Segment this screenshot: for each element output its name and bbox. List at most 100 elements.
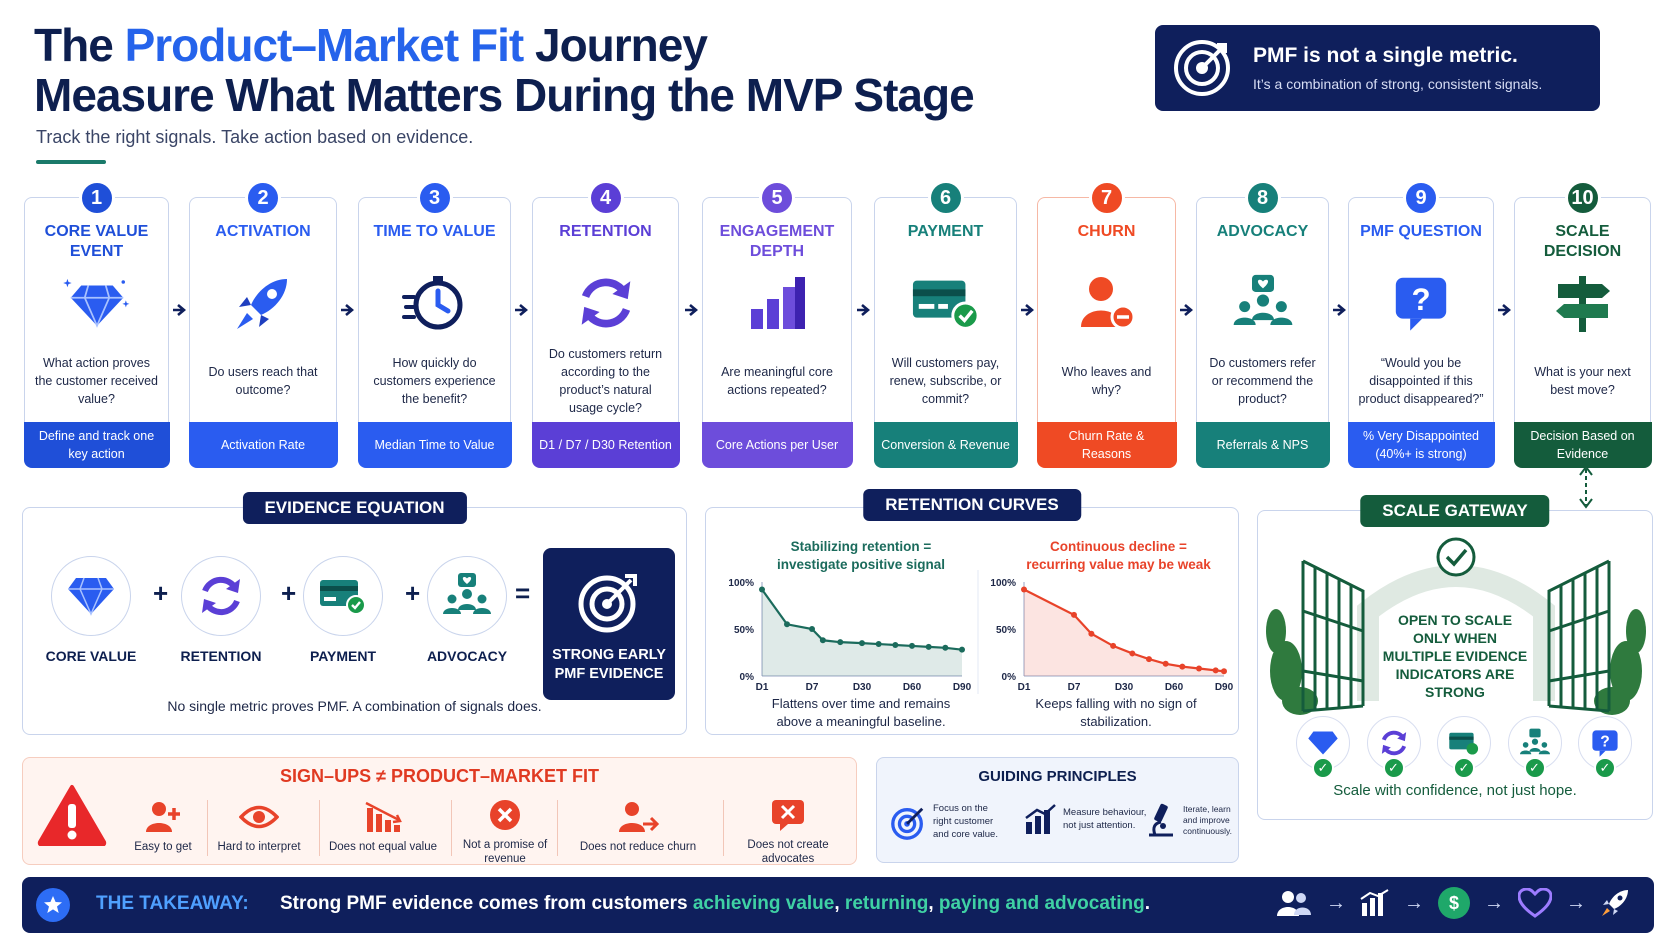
step-number-badge: 8 bbox=[1244, 180, 1281, 216]
chart-2-y-tick: 0% bbox=[1002, 672, 1017, 683]
dollar-icon: $ bbox=[1438, 887, 1470, 919]
users-icon bbox=[1277, 891, 1311, 916]
svg-text:?: ? bbox=[1411, 282, 1430, 317]
scale-gateway-tag: SCALE GATEWAY bbox=[1360, 495, 1550, 527]
eq-retention: RETENTION bbox=[171, 556, 271, 665]
flow-arrow-icon bbox=[1179, 303, 1194, 317]
chart-1-point bbox=[909, 642, 915, 649]
evidence-equation-panel: EVIDENCE EQUATION CORE VALUE + RETENTION… bbox=[22, 492, 687, 735]
bar-chart-icon bbox=[742, 268, 812, 338]
step-title: ACTIVATION bbox=[215, 223, 311, 240]
step-question: How quickly do customers experience the … bbox=[373, 356, 496, 406]
step-metric: Median Time to Value bbox=[357, 421, 512, 468]
step-question: “Would you be disappointed if this produ… bbox=[1358, 356, 1484, 406]
chart-1-point bbox=[925, 643, 932, 650]
guiding-principles-panel: GUIDING PRINCIPLES Focus on the right cu… bbox=[876, 757, 1239, 863]
takeaway-bar: THE TAKEAWAY: Strong PMF evidence comes … bbox=[22, 877, 1654, 933]
signups-panel: SIGN–UPS ≠ PRODUCT–MARKET FIT Easy to ge… bbox=[22, 757, 857, 865]
x-message-icon bbox=[772, 800, 804, 831]
step-metric: Referrals & NPS bbox=[1195, 421, 1330, 468]
flow-arrow-icon bbox=[340, 303, 355, 317]
target-icon bbox=[1174, 40, 1230, 96]
retention-curves-panel: RETENTION CURVES Stabilizing retention =… bbox=[705, 489, 1239, 735]
group-heart-icon bbox=[1228, 268, 1298, 338]
title-highlight: Product–Market Fit bbox=[124, 19, 525, 71]
chart-2-area bbox=[1024, 589, 1224, 676]
chart-2-point bbox=[1110, 642, 1117, 649]
chart-1-x-tick: D30 bbox=[853, 682, 872, 693]
step-title: ADVOCACY bbox=[1216, 223, 1309, 240]
step-question: Will customers pay, renew, subscribe, or… bbox=[889, 356, 1002, 406]
step-number-badge: 4 bbox=[587, 180, 624, 216]
step-question: What is your next best move? bbox=[1534, 365, 1631, 397]
step-number-badge: 5 bbox=[759, 180, 795, 216]
chart-2-y-tick: 50% bbox=[996, 625, 1016, 636]
chart-2-x-tick: D90 bbox=[1215, 682, 1234, 693]
step-title: PAYMENT bbox=[907, 223, 984, 240]
gateway-indicators: ✓ ✓ ✓ ✓ ? ✓ bbox=[1296, 716, 1632, 779]
title-suffix: Journey bbox=[523, 19, 708, 71]
step-metric: Core Actions per User bbox=[701, 421, 853, 468]
microscope-icon bbox=[1149, 803, 1173, 837]
credit-card-icon bbox=[320, 580, 366, 615]
page-title: The Product–Market Fit Journey Measure W… bbox=[34, 19, 975, 120]
chart-2-x-tick: D1 bbox=[1018, 682, 1031, 693]
gateway-connector bbox=[1579, 467, 1593, 509]
equals-sign: = bbox=[515, 578, 531, 608]
step-number-badge: 10 bbox=[1564, 180, 1601, 216]
step-question: What action proves the customer received… bbox=[35, 356, 158, 406]
flow-arrow-icon bbox=[684, 303, 699, 317]
svg-text:?: ? bbox=[1600, 734, 1610, 751]
step-number-badge: 2 bbox=[245, 180, 281, 216]
signup-not-create-advocates: Does not create advocates bbox=[733, 796, 843, 866]
chart-1-x-tick: D90 bbox=[953, 682, 972, 693]
chart-2-caption: Keeps falling with no sign of stabilizat… bbox=[1035, 696, 1197, 729]
target-icon bbox=[891, 807, 924, 840]
refresh-icon bbox=[571, 268, 641, 338]
flow-arrow-icon bbox=[1332, 303, 1347, 317]
chart-1-x-tick: D1 bbox=[756, 682, 769, 693]
step-number-badge: 1 bbox=[78, 180, 115, 216]
step-metric: D1 / D7 / D30 Retention bbox=[531, 421, 680, 468]
question-icon: ? bbox=[1592, 730, 1618, 757]
bar-chart-icon bbox=[1360, 889, 1389, 916]
heart-icon bbox=[1518, 888, 1552, 918]
evidence-note: No single metric proves PMF. A combinati… bbox=[167, 698, 542, 714]
check-icon: ✓ bbox=[1453, 757, 1475, 779]
guiding-principles-title: GUIDING PRINCIPLES bbox=[978, 768, 1137, 785]
target-icon bbox=[578, 574, 637, 633]
chart-2-x-tick: D60 bbox=[1165, 682, 1184, 693]
step-metric: Define and track one key action bbox=[23, 421, 170, 468]
group-heart-icon bbox=[443, 573, 491, 614]
diamond-icon bbox=[1308, 731, 1338, 755]
chart-1-point bbox=[942, 644, 949, 651]
chart-1-point bbox=[819, 637, 826, 644]
chart-1-caption: Flattens over time and remains above a m… bbox=[771, 696, 951, 729]
step-question: Do customers refer or recommend the prod… bbox=[1209, 356, 1316, 406]
chart-2-x-tick: D30 bbox=[1115, 682, 1134, 693]
signup-not-reduce-churn: Does not reduce churn bbox=[563, 798, 713, 854]
gateway-payment: ✓ bbox=[1437, 716, 1491, 779]
chart-1-point bbox=[837, 639, 844, 646]
chart-1-y-tick: 50% bbox=[734, 625, 754, 636]
chart-2-x-tick: D7 bbox=[1068, 682, 1081, 693]
banner-line-2: It’s a combination of strong, consistent… bbox=[1253, 76, 1543, 92]
flow-arrow-icon bbox=[1497, 303, 1512, 317]
chart-1-y-tick: 0% bbox=[740, 672, 755, 683]
strong-pmf-evidence-box: STRONG EARLY PMF EVIDENCE bbox=[543, 548, 675, 700]
takeaway-label: THE TAKEAWAY: bbox=[96, 893, 249, 914]
step-metric: Decision Based on Evidence bbox=[1513, 421, 1652, 468]
flow-arrow-icon bbox=[1020, 303, 1035, 317]
chart-2-point bbox=[1221, 668, 1227, 675]
rocket-icon bbox=[228, 268, 298, 338]
refresh-icon bbox=[1381, 730, 1406, 756]
chart-1-point bbox=[875, 641, 882, 648]
chart-1-x-tick: D60 bbox=[903, 682, 922, 693]
gateway-retention: ✓ bbox=[1366, 716, 1421, 779]
step-number-badge: 9 bbox=[1403, 180, 1439, 216]
chart-1-area bbox=[762, 589, 962, 676]
arrow-icon: → bbox=[1404, 891, 1424, 914]
